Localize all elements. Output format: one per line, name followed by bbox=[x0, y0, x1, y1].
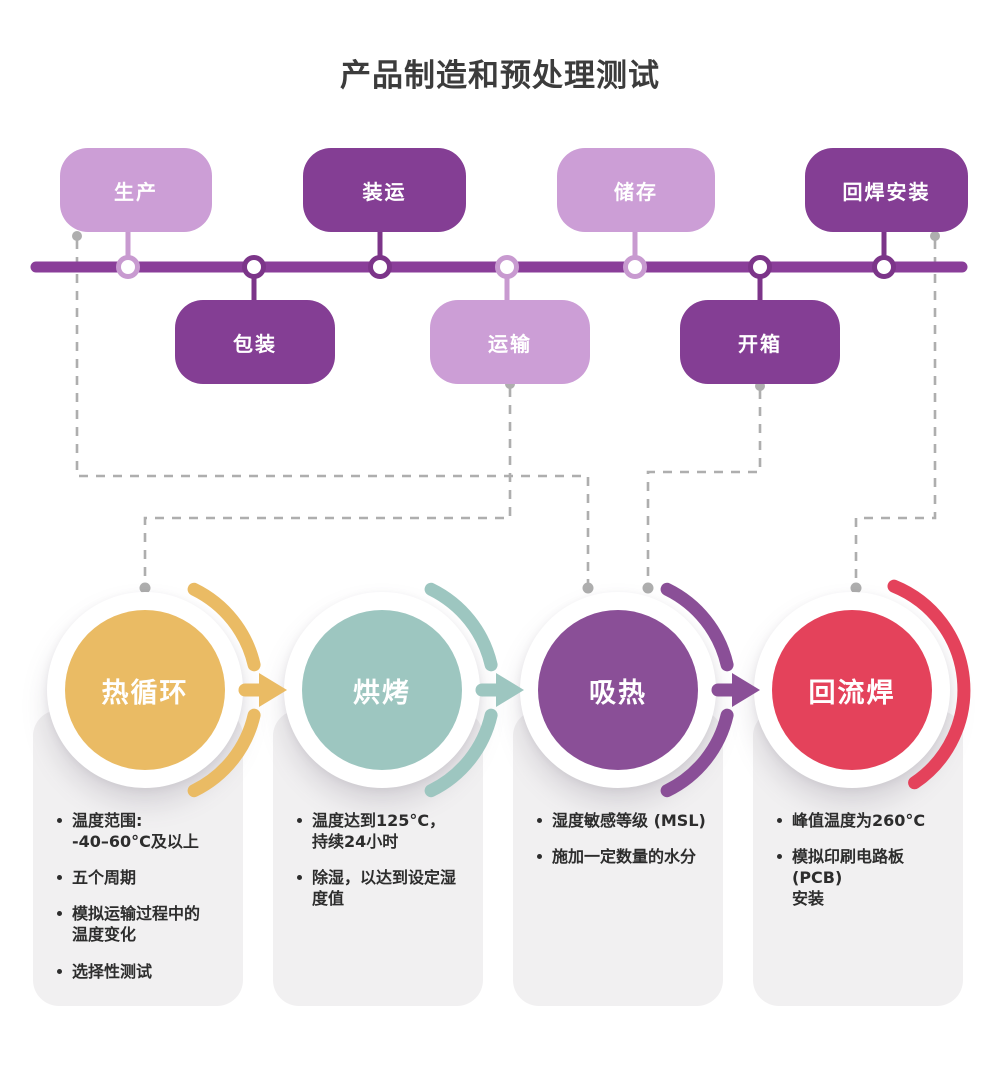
bullet-item: 五个周期 bbox=[57, 867, 229, 888]
connector-transport-to-thermal-cycling bbox=[143, 388, 512, 584]
connector-end-dot bbox=[582, 582, 594, 594]
bullet-item: 湿度敏感等级 (MSL) bbox=[537, 810, 709, 831]
stage-label: 装运 bbox=[362, 179, 407, 204]
bullet-item: 峰值温度为260°C bbox=[777, 810, 949, 831]
circle-face: 回流焊 bbox=[772, 610, 932, 770]
stage-label: 生产 bbox=[114, 179, 158, 204]
stage-box-unboxing: 开箱 bbox=[680, 300, 840, 384]
circle-moisture-soak: 吸热 bbox=[520, 592, 716, 788]
timeline-node-reflow-mount bbox=[872, 255, 896, 279]
circle-label: 回流焊 bbox=[808, 677, 896, 709]
timeline-node-transport bbox=[495, 255, 519, 279]
connector-end-dot bbox=[642, 582, 654, 594]
bullet-text: 五个周期 bbox=[72, 868, 137, 888]
bullet-list: 湿度敏感等级 (MSL) 施加一定数量的水分 bbox=[513, 710, 723, 867]
bullet-text: 温度范围: -40–60°C及以上 bbox=[72, 811, 199, 852]
bullet-list: 峰值温度为260°C 模拟印刷电路板 (PCB) 安装 bbox=[753, 710, 963, 909]
circle-bake: 烘烤 bbox=[284, 592, 480, 788]
stage-box-shipping: 装运 bbox=[303, 148, 466, 232]
circle-face: 吸热 bbox=[538, 610, 698, 770]
bullet-list: 温度达到125°C， 持续24小时 除湿，以达到设定湿度值 bbox=[273, 710, 483, 909]
circle-label: 吸热 bbox=[589, 677, 647, 709]
stage-box-transport: 运输 bbox=[430, 300, 590, 384]
connector-start-dot bbox=[930, 231, 940, 241]
bullet-item: 模拟运输过程中的 温度变化 bbox=[57, 903, 229, 945]
bullet-item: 选择性测试 bbox=[57, 961, 229, 982]
bullet-text: 选择性测试 bbox=[72, 961, 153, 981]
bullet-text: 模拟运输过程中的 温度变化 bbox=[72, 904, 201, 945]
bullet-item: 施加一定数量的水分 bbox=[537, 846, 709, 867]
circle-face: 热循环 bbox=[65, 610, 225, 770]
stage-box-storage: 储存 bbox=[557, 148, 715, 232]
circle-face: 烘烤 bbox=[302, 610, 462, 770]
bullet-item: 除湿，以达到设定湿度值 bbox=[297, 867, 469, 909]
connector-reflow-mount-to-reflow bbox=[854, 240, 937, 584]
timeline-node-production bbox=[116, 255, 140, 279]
stage-label: 开箱 bbox=[738, 331, 782, 356]
stage-box-reflow-mount: 回焊安装 bbox=[805, 148, 968, 232]
stage-box-production: 生产 bbox=[60, 148, 212, 232]
connector-unboxing-to-moisture-soak bbox=[646, 390, 762, 584]
page-title: 产品制造和预处理测试 bbox=[340, 58, 660, 94]
bullet-item: 模拟印刷电路板 (PCB) 安装 bbox=[777, 846, 949, 909]
bullet-text: 除湿，以达到设定湿度值 bbox=[312, 868, 457, 909]
timeline-node-unboxing bbox=[748, 255, 772, 279]
stage-box-packaging: 包装 bbox=[175, 300, 335, 384]
circle-reflow: 回流焊 bbox=[754, 592, 950, 788]
bullet-text: 峰值温度为260°C bbox=[792, 811, 926, 830]
bullet-list: 温度范围: -40–60°C及以上 五个周期 模拟运输过程中的 温度变化 选择性… bbox=[33, 710, 243, 982]
bullet-item: 温度达到125°C， 持续24小时 bbox=[297, 810, 469, 852]
connector-start-dot bbox=[72, 231, 82, 241]
circle-label: 热循环 bbox=[101, 677, 189, 709]
stage-label: 回焊安装 bbox=[842, 179, 931, 204]
timeline-node-storage bbox=[623, 255, 647, 279]
bullet-text: 湿度敏感等级 (MSL) bbox=[552, 811, 706, 830]
circle-label: 烘烤 bbox=[353, 677, 411, 709]
stage-label: 储存 bbox=[614, 179, 658, 204]
stage-label: 运输 bbox=[488, 331, 532, 356]
bullet-text: 模拟印刷电路板 (PCB) 安装 bbox=[792, 847, 905, 909]
stage-label: 包装 bbox=[233, 331, 277, 356]
circle-thermal-cycling: 热循环 bbox=[47, 592, 243, 788]
bullet-text: 施加一定数量的水分 bbox=[552, 847, 697, 867]
connector-production-to-moisture-soak bbox=[75, 240, 590, 584]
right-arrow-icon bbox=[259, 673, 287, 707]
bullet-item: 温度范围: -40–60°C及以上 bbox=[57, 810, 229, 852]
timeline-node-shipping bbox=[368, 255, 392, 279]
timeline-node-packaging bbox=[242, 255, 266, 279]
bullet-text: 温度达到125°C， 持续24小时 bbox=[312, 811, 446, 852]
